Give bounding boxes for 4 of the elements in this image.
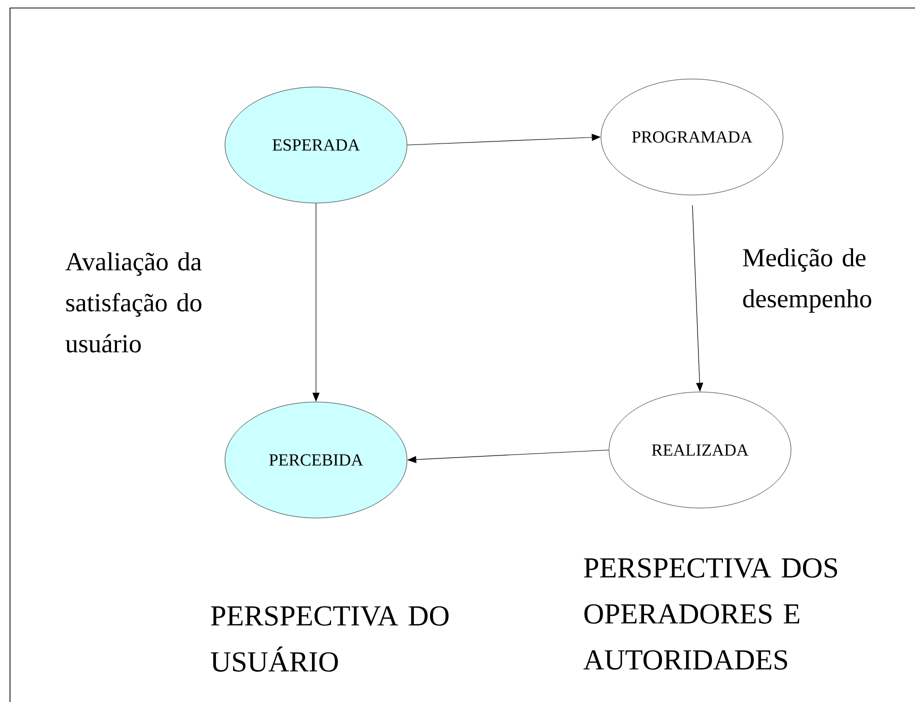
- text-label: PERSPECTIVA DO USUÁRIO: [210, 606, 449, 672]
- text-label: Medição de desempenho: [742, 248, 872, 313]
- text-label: Avaliação da satisfação do usuário: [65, 252, 202, 352]
- text-label: PERSPECTIVA DOS OPERADORES E AUTORIDADES: [584, 558, 838, 670]
